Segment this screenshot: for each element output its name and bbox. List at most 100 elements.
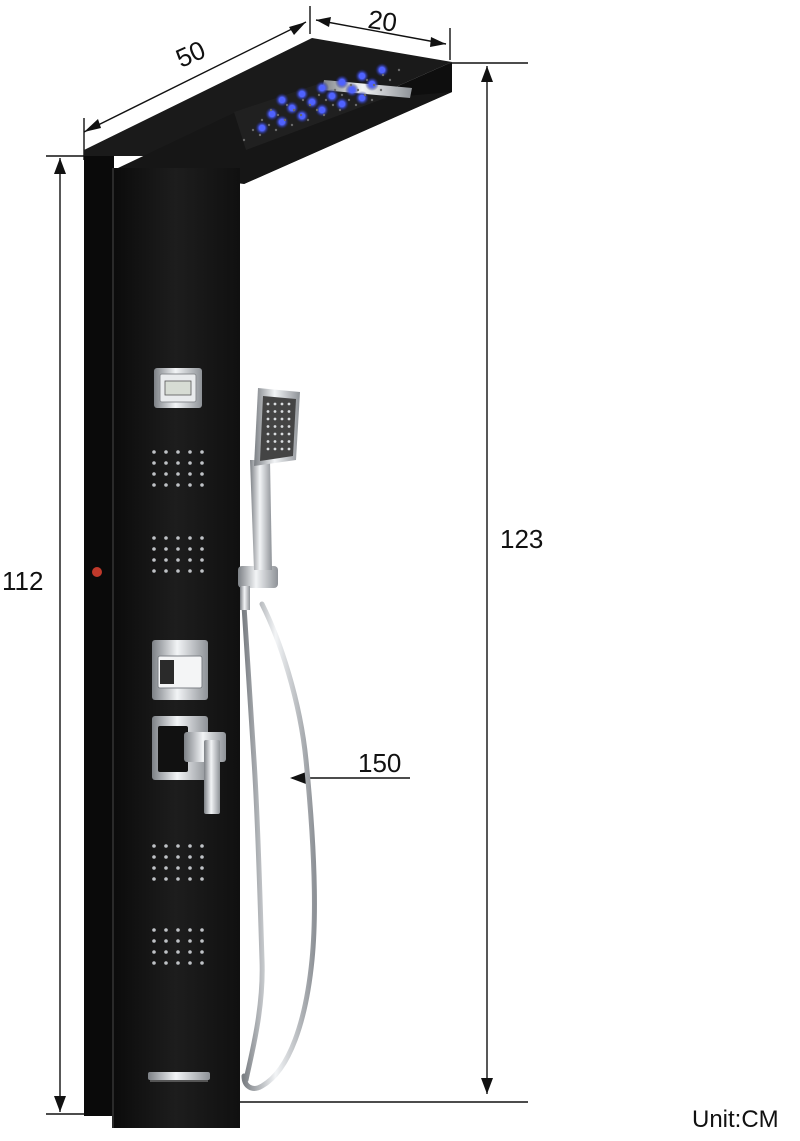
hand-shower-nozzle — [266, 402, 270, 406]
mixer-lever-icon[interactable] — [152, 716, 226, 814]
hand-shower-nozzle — [287, 432, 291, 436]
body-jet-nozzle — [176, 450, 180, 454]
rain-nozzle — [331, 103, 335, 107]
total-height-arrow-top — [481, 66, 493, 82]
body-jet-nozzle — [188, 844, 192, 848]
body-jet-nozzle — [200, 569, 204, 573]
panel-height-dimension-label: 112 — [2, 566, 44, 596]
hand-shower-nozzle — [266, 425, 270, 428]
panel-left-side — [84, 156, 114, 1116]
body-jet-nozzle — [176, 961, 180, 965]
body-jet-nozzle — [164, 461, 168, 465]
rain-nozzle — [388, 78, 392, 82]
body-jet-nozzle — [164, 950, 168, 954]
body-jet-nozzle — [188, 483, 192, 487]
hand-shower-nozzle — [266, 417, 270, 421]
diverter-valve-icon[interactable] — [152, 640, 208, 700]
rain-nozzle — [397, 68, 401, 72]
body-jet-nozzles — [152, 450, 204, 965]
depth-dimension-line — [315, 19, 447, 45]
hand-shower-nozzle — [280, 410, 284, 413]
body-jet-nozzle — [176, 547, 180, 551]
body-jet-nozzle — [152, 961, 156, 965]
hand-shower-nozzle — [280, 417, 284, 421]
led-nozzle — [339, 101, 345, 107]
rain-nozzle — [267, 123, 271, 127]
led-nozzle — [279, 119, 285, 125]
body-jet-nozzle — [200, 877, 204, 881]
hand-shower-nozzle — [287, 417, 291, 421]
rain-nozzle — [308, 103, 312, 107]
panel-edge-highlight — [112, 168, 114, 1128]
body-jet-nozzle — [200, 950, 204, 954]
hand-shower-nozzle — [280, 447, 284, 451]
hand-shower-bracket — [240, 586, 250, 610]
led-nozzle — [359, 95, 365, 101]
body-jet-nozzle — [152, 450, 156, 454]
body-jet-nozzle — [164, 547, 168, 551]
panel-height-arrow-bottom — [54, 1096, 66, 1112]
total-height-dimension-label: 123 — [500, 524, 544, 554]
body-jet-nozzle — [152, 844, 156, 848]
total-height-arrow-bottom — [481, 1078, 493, 1094]
body-jet-nozzle — [176, 483, 180, 487]
hand-shower-nozzle — [273, 447, 277, 451]
rain-nozzle — [322, 113, 326, 117]
body-jet-nozzle — [200, 939, 204, 943]
body-jet-nozzle — [200, 461, 204, 465]
hose-length-dimension-label: 150 — [358, 748, 402, 778]
rain-head-underside — [118, 92, 452, 184]
dimension-lines — [46, 6, 528, 1115]
body-jet-nozzle — [152, 939, 156, 943]
hand-shower-nozzles — [266, 402, 291, 451]
hand-shower-nozzle — [273, 440, 277, 443]
shower-hose — [241, 601, 317, 1091]
rain-nozzle — [347, 98, 351, 102]
body-jet-nozzle — [200, 844, 204, 848]
body-jet-nozzle — [164, 844, 168, 848]
body-jet-nozzle — [164, 961, 168, 965]
body-jet-nozzle — [164, 558, 168, 562]
body-jet-nozzle — [152, 877, 156, 881]
shower-column-panel — [84, 156, 240, 1128]
body-jet-nozzle — [188, 855, 192, 859]
led-nozzle — [379, 67, 385, 73]
body-jet-nozzle — [188, 569, 192, 573]
led-nozzle — [339, 79, 345, 85]
rain-nozzle — [269, 108, 273, 112]
hand-shower-spray-face — [260, 396, 296, 461]
hand-shower-icon[interactable] — [238, 388, 300, 610]
body-jet-nozzle — [200, 558, 204, 562]
body-jet-nozzle — [152, 558, 156, 562]
rain-nozzle — [292, 108, 296, 112]
rain-nozzle — [258, 133, 262, 137]
rain-nozzle — [354, 103, 358, 107]
hand-shower-nozzle — [273, 425, 277, 428]
hose-arrow — [290, 772, 306, 784]
body-jet-nozzle — [176, 877, 180, 881]
body-jet-nozzle — [152, 461, 156, 465]
led-nozzle — [299, 91, 305, 97]
body-jet-nozzle — [152, 536, 156, 540]
led-nozzle — [319, 85, 325, 91]
rain-nozzle — [338, 108, 342, 112]
hand-shower-nozzle — [287, 410, 291, 413]
rain-nozzle — [356, 88, 360, 92]
body-jet-nozzle — [164, 866, 168, 870]
body-jet-nozzle — [176, 536, 180, 540]
rain-nozzle — [324, 98, 328, 102]
body-jet-nozzle — [176, 855, 180, 859]
led-nozzle — [279, 97, 285, 103]
indicator-light — [92, 567, 102, 577]
body-jet-nozzle — [188, 877, 192, 881]
body-jet-nozzle — [176, 950, 180, 954]
body-jet-nozzle — [188, 939, 192, 943]
hand-shower-handle — [250, 460, 272, 570]
width-dimension-line — [83, 21, 307, 133]
body-jet-nozzle — [164, 939, 168, 943]
body-jet-nozzle — [164, 569, 168, 573]
body-jet-nozzle — [188, 450, 192, 454]
body-jet-nozzle — [176, 569, 180, 573]
width-arrow-left — [84, 119, 101, 132]
